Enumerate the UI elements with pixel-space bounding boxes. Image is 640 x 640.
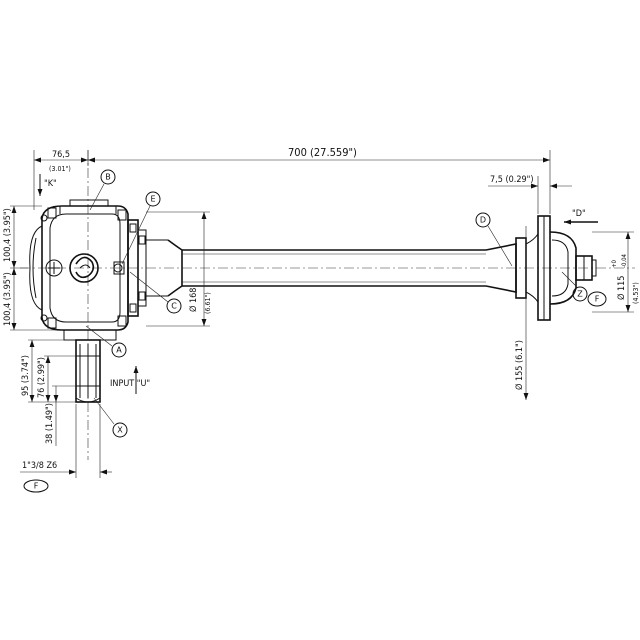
view-k-label: "K" [44,179,57,189]
view-u-label: INPUT "U" [110,379,150,389]
left-offset-label: 76,5 [52,150,70,160]
view-d-label: "D" [572,209,586,219]
left-offset-in-label: (3.01") [49,165,71,173]
dimensions: 700 (27.559") 76,5 (3.01") 7,5 (0.29") 1… [3,146,640,478]
callout-z: Z [577,290,583,299]
spline-spec-label: 1"3/8 Z6 [22,461,57,471]
callout-c: C [171,302,177,311]
flange-offset-label: 7,5 (0.29") [490,175,534,185]
callout-d: D [480,216,486,225]
view-arrows: "K" INPUT "U" "D" [37,174,598,394]
half-height-bottom-label: 100,4 (3.95") [3,272,13,326]
output-tube [167,215,597,321]
output-tolerance-lower: -0,04 [621,253,628,268]
input-shaft-spline-label: 76 (2.99") [37,357,47,398]
gearbox-body [29,199,168,341]
callout-x: X [117,426,123,435]
half-height-top-label: 100,4 (3.95") [3,208,13,262]
flange-diameter-label: Ø 168 [188,288,199,312]
output-diameter-in-label: (4.53") [632,282,640,304]
shaft-flange-diameter-label: Ø 155 (6.1") [514,340,525,390]
callouts: A B C D E F F X Z [23,169,607,493]
callout-f-right: F [595,295,600,304]
output-tolerance-upper: +0 [611,259,618,268]
flange-diameter-in-label: (6.61") [204,292,212,314]
input-shaft [72,339,104,403]
input-shaft-length-label: 95 (3.74") [21,355,31,396]
center-lines [20,150,635,460]
callout-e: E [150,195,155,204]
output-diameter-label: Ø 115 [616,276,627,300]
callout-a: A [116,346,122,355]
overall-length-label: 700 (27.559") [288,146,357,159]
input-shaft-short-label: 38 (1.49") [45,403,55,444]
callout-f-left: F [34,482,39,491]
callout-b: B [105,173,111,182]
